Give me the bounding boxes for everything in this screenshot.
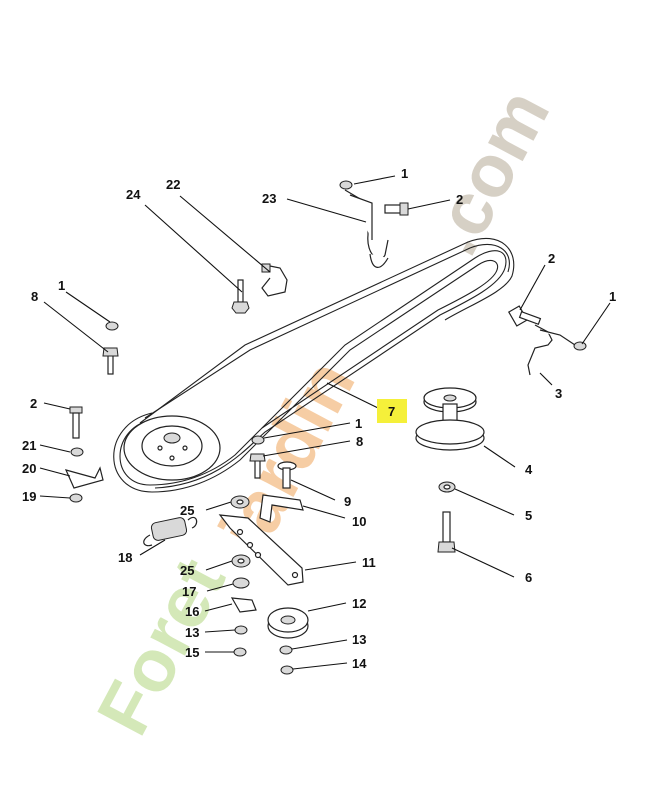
nut-19 xyxy=(69,493,83,503)
callout-25-low: 25 xyxy=(180,563,194,578)
callout-20: 20 xyxy=(22,461,36,476)
bolt-right xyxy=(507,305,542,327)
nut-right xyxy=(573,341,587,351)
bolt-left-lower xyxy=(69,406,83,439)
callout-5: 5 xyxy=(525,508,532,523)
nut-15 xyxy=(233,647,247,657)
spring-18 xyxy=(143,516,198,547)
washer-13-left xyxy=(234,625,248,635)
callout-2-top: 2 xyxy=(456,192,463,207)
washer-25-top xyxy=(230,495,250,509)
callout-13-right: 13 xyxy=(352,632,366,647)
bolt-6 xyxy=(437,511,456,553)
callout-7: 7 xyxy=(388,404,395,419)
bolt-mid xyxy=(249,453,266,479)
washer-17 xyxy=(232,577,250,589)
callout-10: 10 xyxy=(352,514,366,529)
callout-1-top: 1 xyxy=(401,166,408,181)
callout-1-left: 1 xyxy=(58,278,65,293)
bracket-20 xyxy=(64,466,104,489)
nut-14 xyxy=(280,665,294,675)
nut-mid xyxy=(251,435,265,445)
callout-2-right: 2 xyxy=(548,251,555,266)
callout-4: 4 xyxy=(525,462,533,477)
washer-13-right xyxy=(279,645,293,655)
callout-1-right: 1 xyxy=(609,289,616,304)
watermark-brand-part2: jardin xyxy=(202,347,371,566)
bolt-left xyxy=(102,347,119,375)
washer-25-low xyxy=(231,554,251,568)
watermark-brand-part1: Foret xyxy=(81,545,241,747)
nut-top xyxy=(339,180,353,190)
callout-25-top: 25 xyxy=(180,503,194,518)
callout-24: 24 xyxy=(126,187,141,202)
nut-left xyxy=(105,321,119,331)
callout-17: 17 xyxy=(182,584,196,599)
idler-pulley-12 xyxy=(267,607,309,639)
callout-14: 14 xyxy=(352,656,367,671)
callout-13-left: 13 xyxy=(185,625,199,640)
washer-5 xyxy=(438,481,456,493)
bracket-16 xyxy=(230,597,257,613)
callout-21: 21 xyxy=(22,438,36,453)
callout-6: 6 xyxy=(525,570,532,585)
callout-18: 18 xyxy=(118,550,132,565)
washer-21 xyxy=(70,447,84,457)
bracket-right xyxy=(527,324,576,376)
callout-2-left: 2 xyxy=(30,396,37,411)
callout-15: 15 xyxy=(185,645,199,660)
callout-1-mid: 1 xyxy=(355,416,362,431)
callout-9: 9 xyxy=(344,494,351,509)
callout-23: 23 xyxy=(262,191,276,206)
spring-bracket-10 xyxy=(259,494,304,523)
belt-guide-hook xyxy=(344,189,389,268)
highlight-box xyxy=(377,399,407,423)
bolt-9 xyxy=(277,461,297,489)
leader-lines xyxy=(39,175,611,670)
idler-arm xyxy=(218,514,304,586)
belt-pulley-large xyxy=(123,415,221,481)
callout-8-left: 8 xyxy=(31,289,38,304)
bolt-top xyxy=(384,202,409,216)
pulley-assembly xyxy=(415,387,485,451)
callout-16: 16 xyxy=(185,604,199,619)
callout-12: 12 xyxy=(352,596,366,611)
callout-8-mid: 8 xyxy=(356,434,363,449)
callout-22: 22 xyxy=(166,177,180,192)
callout-labels: 1 2 23 22 24 2 1 3 8 1 7 1 8 4 5 6 2 21 … xyxy=(22,166,616,671)
watermark: Foret jardin .com xyxy=(81,76,565,747)
callout-11: 11 xyxy=(362,555,376,570)
drive-belt xyxy=(113,237,515,493)
callout-19: 19 xyxy=(22,489,36,504)
callout-3: 3 xyxy=(555,386,562,401)
